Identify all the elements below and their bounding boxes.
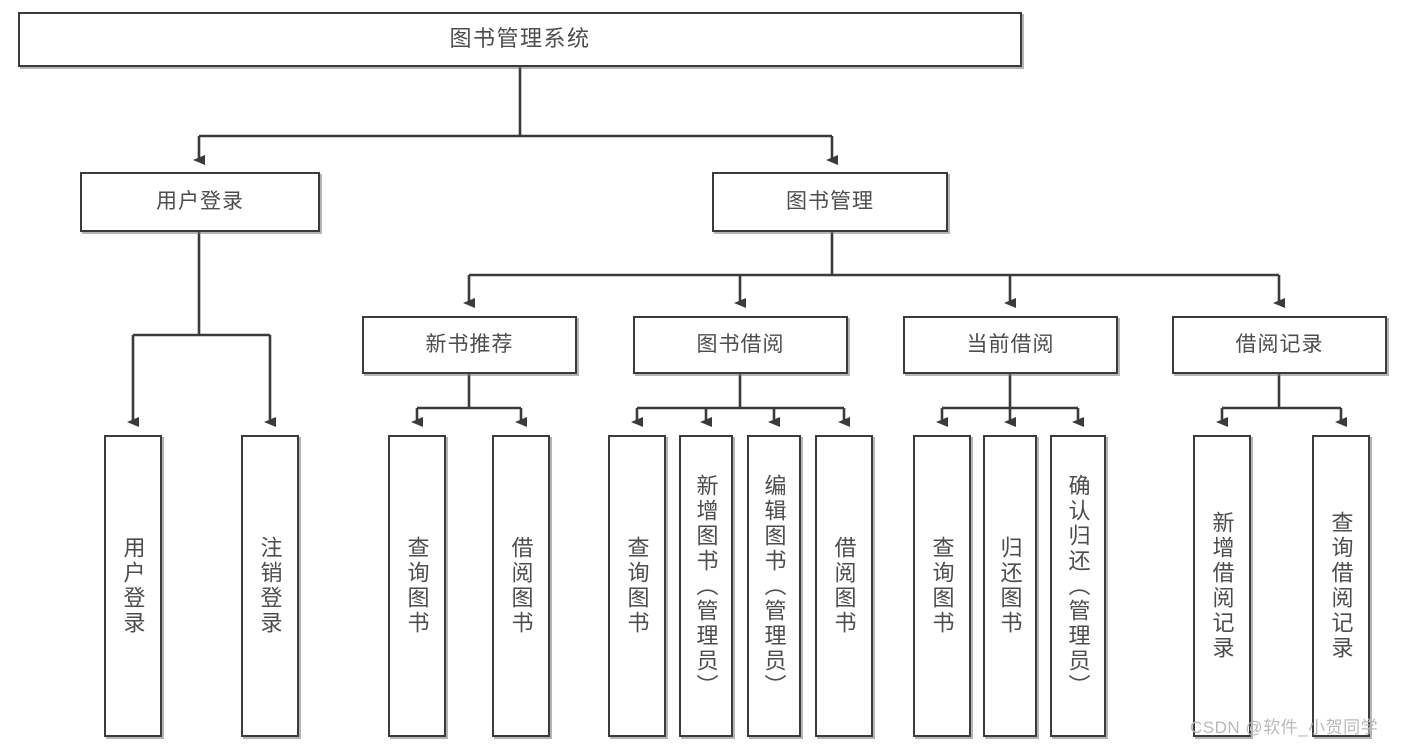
node-current-borrow[interactable]: 当前借阅 (903, 316, 1118, 374)
node-label: 借阅图书 (508, 536, 534, 636)
leaf-book-borrow-edit[interactable]: 编辑图书（管理员） (747, 435, 801, 737)
node-user-login[interactable]: 用户登录 (80, 172, 320, 232)
leaf-book-borrow-add[interactable]: 新增图书（管理员） (679, 435, 733, 737)
node-label: 当前借阅 (966, 333, 1055, 357)
node-root-system[interactable]: 图书管理系统 (18, 12, 1022, 67)
leaf-borrow-record-add[interactable]: 新增借阅记录 (1193, 435, 1251, 737)
node-new-book-recommend[interactable]: 新书推荐 (362, 316, 577, 374)
node-label: 查询图书 (624, 536, 650, 636)
node-borrow-record[interactable]: 借阅记录 (1172, 316, 1387, 374)
leaf-current-borrow-confirm[interactable]: 确认归还（管理员） (1050, 435, 1106, 737)
node-label: 借阅图书 (831, 536, 857, 636)
node-label: 查询借阅记录 (1328, 511, 1354, 661)
leaf-current-borrow-query[interactable]: 查询图书 (913, 435, 971, 737)
node-label: 图书管理系统 (449, 26, 591, 52)
leaf-user-login-login[interactable]: 用户登录 (104, 435, 162, 737)
csdn-watermark: CSDN @软件_小贺同学 (1190, 718, 1379, 737)
node-label: 图书借阅 (696, 333, 785, 357)
leaf-current-borrow-return[interactable]: 归还图书 (983, 435, 1037, 737)
node-label: 新增借阅记录 (1209, 511, 1235, 661)
node-label: 新增图书（管理员） (693, 473, 719, 699)
leaf-new-book-query[interactable]: 查询图书 (388, 435, 446, 737)
leaf-book-borrow-borrow[interactable]: 借阅图书 (815, 435, 873, 737)
leaf-book-borrow-query[interactable]: 查询图书 (608, 435, 666, 737)
node-label: 编辑图书（管理员） (761, 473, 787, 699)
node-label: 新书推荐 (425, 333, 514, 357)
leaf-borrow-record-query[interactable]: 查询借阅记录 (1312, 435, 1370, 737)
leaf-user-login-logout[interactable]: 注销登录 (241, 435, 299, 737)
node-label: 确认归还（管理员） (1065, 473, 1091, 699)
node-book-management[interactable]: 图书管理 (712, 172, 948, 232)
node-label: 注销登录 (257, 536, 283, 636)
node-label: 查询图书 (404, 536, 430, 636)
node-book-borrow[interactable]: 图书借阅 (633, 316, 848, 374)
node-label: 查询图书 (929, 536, 955, 636)
node-label: 借阅记录 (1235, 333, 1324, 357)
node-label: 用户登录 (156, 190, 244, 214)
node-label: 图书管理 (786, 190, 874, 214)
node-label: 归还图书 (997, 536, 1023, 636)
leaf-new-book-borrow[interactable]: 借阅图书 (492, 435, 550, 737)
node-label: 用户登录 (120, 536, 146, 636)
